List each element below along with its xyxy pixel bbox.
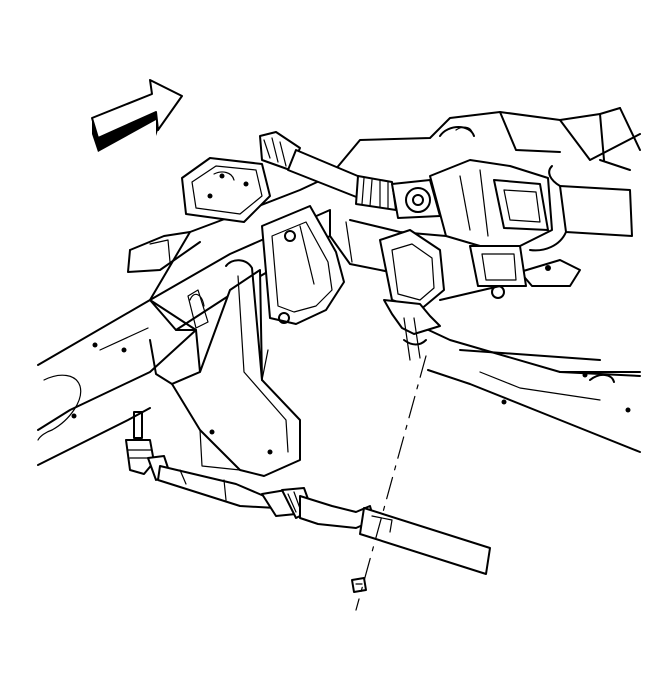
mounting-bolt	[351, 577, 367, 593]
center-link	[359, 507, 491, 575]
tie-rod-boot	[157, 465, 375, 529]
mounting-bracket	[261, 205, 445, 361]
steering-shaft	[259, 131, 441, 219]
leader-line	[355, 355, 427, 611]
crossmember-frame	[37, 107, 641, 477]
direction-arrow	[91, 79, 183, 152]
